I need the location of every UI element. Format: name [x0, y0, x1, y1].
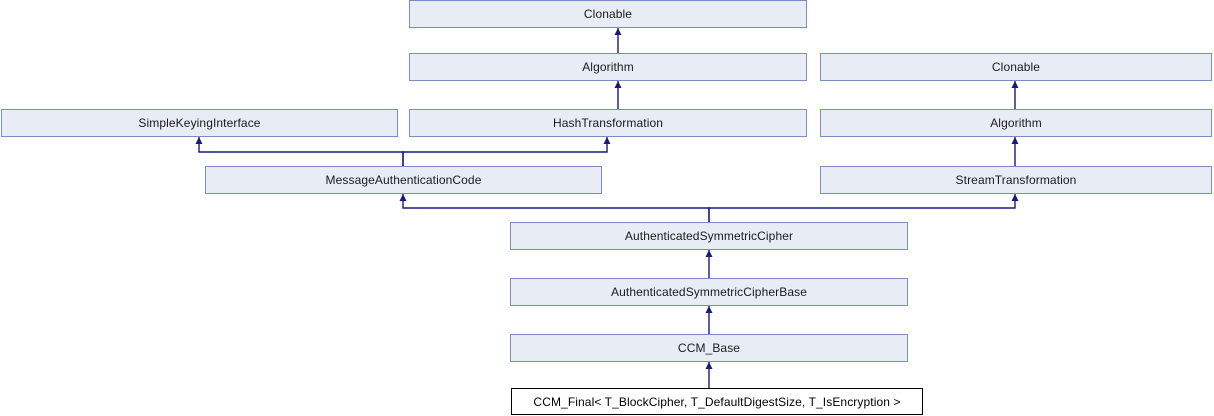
inheritance-edge	[705, 250, 713, 278]
inheritance-edge	[1011, 81, 1019, 109]
inheritance-edge	[705, 306, 713, 334]
inheritance-arrowhead	[1011, 194, 1019, 201]
class-node-label: CCM_Base	[677, 341, 741, 355]
inheritance-arrowhead	[603, 137, 611, 144]
class-node-simplekeying[interactable]: SimpleKeyingInterface	[1, 109, 398, 137]
class-node-label: HashTransformation	[552, 116, 664, 130]
inheritance-arrowhead	[705, 250, 713, 257]
class-node-algorithm_left[interactable]: Algorithm	[409, 53, 807, 81]
inheritance-arrowhead	[614, 28, 622, 35]
inheritance-edge	[402, 137, 611, 166]
class-node-label: AuthenticatedSymmetricCipherBase	[611, 285, 807, 299]
class-node-label: Algorithm	[990, 116, 1042, 130]
class-node-label: Clonable	[991, 60, 1041, 74]
inheritance-arrowhead	[705, 362, 713, 369]
class-node-label: CCM_Final< T_BlockCipher, T_DefaultDiges…	[533, 394, 901, 409]
inheritance-edge	[614, 81, 622, 109]
class-node-hashtransform[interactable]: HashTransformation	[409, 109, 807, 137]
class-node-label: AuthenticatedSymmetricCipher	[624, 229, 794, 243]
class-node-clonable_left[interactable]: Clonable	[409, 0, 807, 28]
inheritance-edge	[708, 194, 1019, 222]
inheritance-edge	[195, 137, 404, 166]
inheritance-arrowhead	[1011, 137, 1019, 144]
class-node-label: Algorithm	[582, 60, 634, 74]
inheritance-edge	[705, 362, 713, 388]
inheritance-arrowhead	[1011, 81, 1019, 88]
inheritance-arrowhead	[195, 137, 203, 144]
class-node-label: MessageAuthenticationCode	[325, 173, 482, 187]
class-node-mac[interactable]: MessageAuthenticationCode	[205, 166, 602, 194]
class-node-ccmfinal[interactable]: CCM_Final< T_BlockCipher, T_DefaultDiges…	[511, 388, 923, 415]
class-node-ascbase[interactable]: AuthenticatedSymmetricCipherBase	[510, 278, 908, 306]
inheritance-arrowhead	[399, 194, 407, 201]
inheritance-edge	[1011, 137, 1019, 166]
class-node-asc[interactable]: AuthenticatedSymmetricCipher	[510, 222, 908, 250]
class-node-label: Clonable	[583, 7, 633, 21]
class-node-label: StreamTransformation	[955, 173, 1077, 187]
inheritance-arrowhead	[614, 81, 622, 88]
class-node-streamtransform[interactable]: StreamTransformation	[820, 166, 1212, 194]
class-node-clonable_right[interactable]: Clonable	[820, 53, 1212, 81]
class-node-label: SimpleKeyingInterface	[138, 116, 261, 130]
class-node-algorithm_right[interactable]: Algorithm	[820, 109, 1212, 137]
inheritance-edge	[614, 28, 622, 53]
inheritance-arrowhead	[705, 306, 713, 313]
class-node-ccmbase[interactable]: CCM_Base	[510, 334, 908, 362]
inheritance-edge	[399, 194, 710, 222]
